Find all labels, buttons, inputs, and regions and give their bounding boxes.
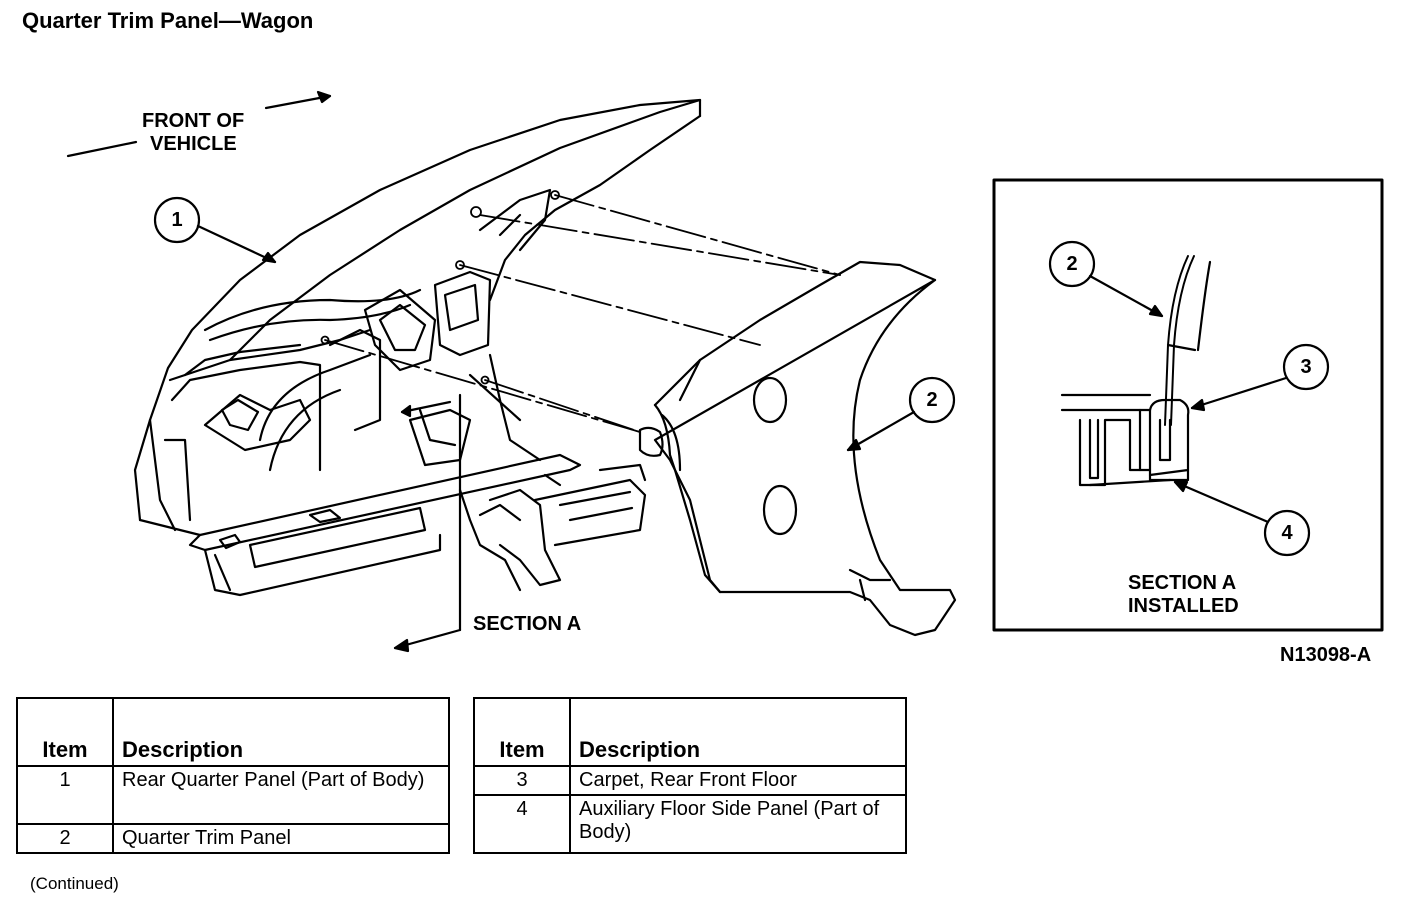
parts-table-left: Item Description 1 Rear Quarter Panel (P… [16,697,450,854]
item-description: Quarter Trim Panel [112,823,450,854]
callout-number: 1 [171,209,182,231]
floor-structure [188,453,647,597]
table-header-row: Item Description [16,697,450,767]
callout-number: 2 [926,389,937,411]
table-row: 1 Rear Quarter Panel (Part of Body) [16,765,450,825]
item-description: Carpet, Rear Front Floor [569,765,907,796]
item-number: 3 [473,765,571,796]
section-a-inset [992,178,1384,632]
table-row: 4 Auxiliary Floor Side Panel (Part of Bo… [473,794,907,854]
parts-table-right: Item Description 3 Carpet, Rear Front Fl… [473,697,907,854]
inset-title: INSTALLED [1128,595,1239,617]
column-header-item: Item [473,697,571,767]
continued-note: (Continued) [30,874,119,893]
table-row: 2 Quarter Trim Panel [16,823,450,854]
item-number: 1 [16,765,114,825]
front-of-vehicle-label: FRONT OF [142,110,244,132]
quarter-trim-panel [638,260,957,637]
inset-title: SECTION A [1128,572,1236,594]
item-number: 4 [473,794,571,854]
front-of-vehicle-arrow [66,90,332,158]
figure-reference: N13098-A [1280,644,1372,666]
rear-quarter-panel [133,98,702,537]
callout-number: 3 [1300,356,1311,378]
callout-number: 2 [1066,253,1077,275]
table-header-row: Item Description [473,697,907,767]
column-header-item: Item [16,697,114,767]
alignment-lines [320,190,841,433]
column-header-description: Description [112,697,450,767]
item-number: 2 [16,823,114,854]
callout-2 [846,376,956,452]
item-description: Auxiliary Floor Side Panel (Part of Body… [569,794,907,854]
front-of-vehicle-label: VEHICLE [150,133,237,155]
callout-3 [1190,343,1330,412]
section-a-marker [393,393,462,653]
callout-1 [153,196,277,264]
section-a-label: SECTION A [473,613,581,635]
table-row: 3 Carpet, Rear Front Floor [473,765,907,796]
exploded-diagram: FRONT OF VEHICLE [66,90,1384,653]
callout-2-inset [1048,240,1164,318]
item-description: Rear Quarter Panel (Part of Body) [112,765,450,825]
callout-4 [1173,480,1311,557]
callout-number: 4 [1281,522,1293,544]
column-header-description: Description [569,697,907,767]
page-title: Quarter Trim Panel—Wagon [22,8,314,33]
